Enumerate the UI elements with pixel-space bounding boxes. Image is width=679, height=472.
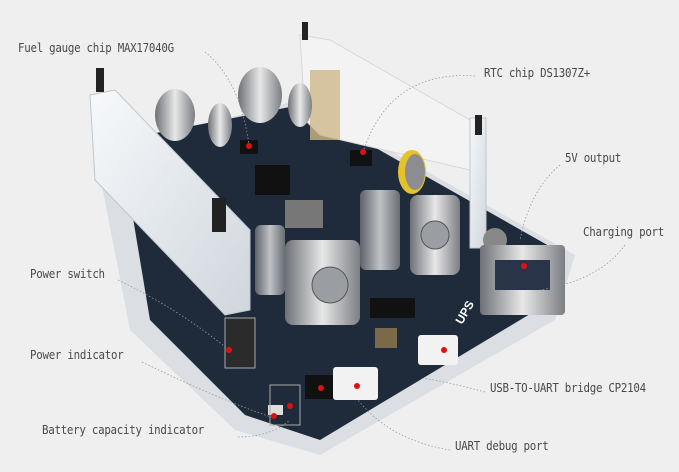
leader-lines [117, 51, 626, 451]
acrylic-pillar-left [89, 89, 251, 316]
power-led [268, 405, 283, 415]
battery-holders [155, 67, 460, 325]
label-power-switch: Power switch [30, 267, 105, 281]
battery-leds [269, 384, 301, 426]
label-fuel-gauge: Fuel gauge chip MAX17040G [18, 41, 174, 55]
inductor [375, 328, 397, 348]
standoff-screw [212, 198, 226, 232]
standoff-screw [302, 22, 308, 40]
label-power-indicator: Power indicator [30, 348, 124, 362]
chip [370, 298, 415, 318]
label-usb-uart: USB-TO-UART bridge CP2104 [490, 381, 646, 395]
label-uart-debug: UART debug port [455, 439, 549, 453]
standoff-screw [475, 115, 482, 135]
standoff-screw [96, 68, 104, 92]
acrylic-post [469, 117, 487, 249]
inductor [285, 200, 323, 228]
power-switch [224, 317, 256, 369]
rtc-chip [350, 150, 372, 166]
chip [255, 165, 290, 195]
micro-usb-charge-port [418, 335, 458, 365]
label-battery-capacity: Battery capacity indicator [42, 423, 205, 437]
label-charging-port: Charging port [583, 225, 665, 239]
label-rtc: RTC chip DS1307Z+ [484, 66, 590, 80]
label-5v-output: 5V output [565, 151, 622, 165]
gold-pins [310, 70, 340, 140]
marker-dots [226, 143, 527, 419]
